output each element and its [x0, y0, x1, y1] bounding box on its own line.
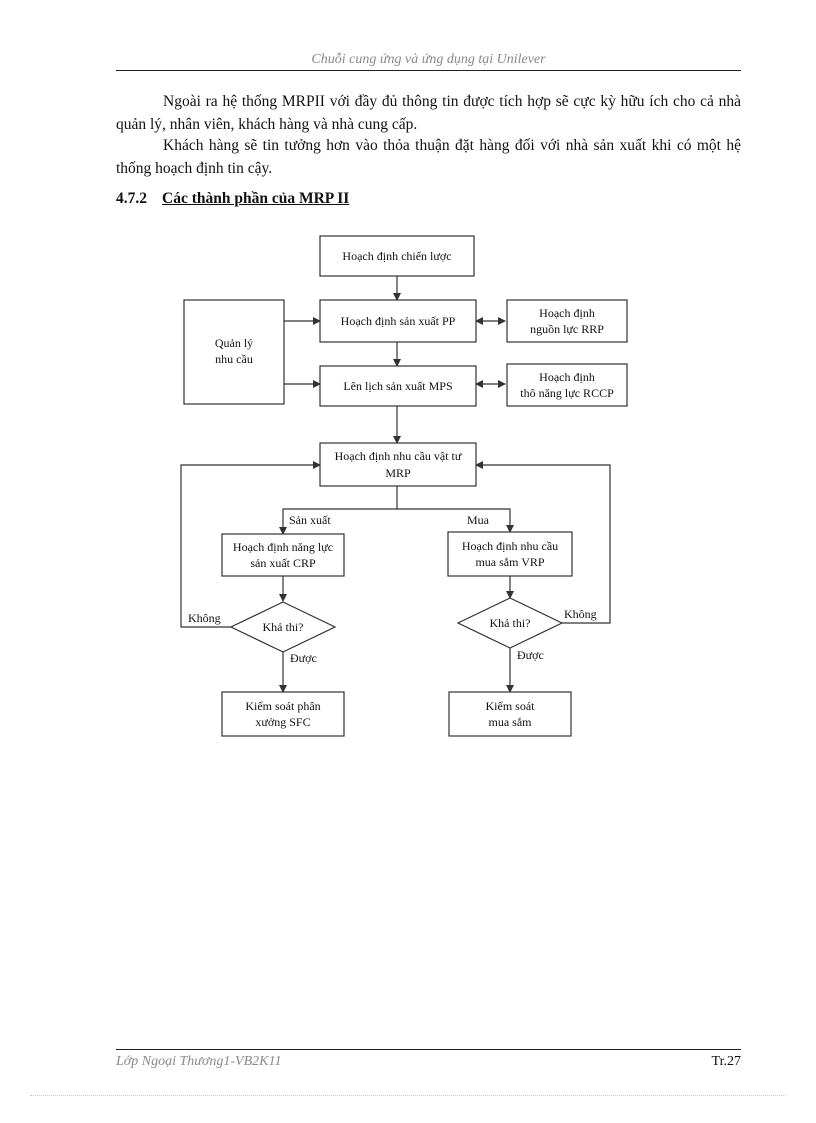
box-strategic-label: Hoạch định chiến lược — [342, 249, 451, 263]
section-title: Các thành phần của MRP II — [162, 190, 350, 207]
box-rccp: Hoạch định thô năng lực RCCP — [506, 363, 628, 407]
box-rrp-label-1: Hoạch định — [539, 306, 595, 320]
arrow-mrp-to-vrp — [397, 508, 514, 533]
header-rule — [116, 70, 741, 71]
running-header: Chuỗi cung ứng và ứng dụng tại Unilever — [311, 52, 546, 67]
section-heading: 4.7.2 Các thành phần của MRP II — [116, 190, 349, 208]
box-mrp-label-2: MRP — [385, 466, 411, 480]
box-mps: Lên lịch sản xuất MPS — [319, 365, 477, 407]
box-crp-label-2: sản xuất CRP — [250, 556, 316, 570]
page-number: Tr.27 — [711, 1054, 741, 1069]
edge-label-no-left: Không — [188, 611, 221, 625]
decision-feasible-left: Khả thi? — [229, 601, 337, 653]
box-purchase-control-label-2: mua sắm — [489, 715, 533, 729]
edge-label-no-right: Không — [564, 607, 597, 621]
box-mps-label: Lên lịch sản xuất MPS — [343, 379, 452, 393]
box-sfc-label-2: xưởng SFC — [255, 715, 310, 729]
box-purchase-control: Kiểm soát mua sắm — [448, 691, 572, 737]
paragraph-1: Ngoài ra hệ thống MRPII với đầy đủ thông… — [116, 93, 741, 133]
box-pp-label: Hoạch định sản xuất PP — [341, 314, 456, 328]
edge-label-yes-right: Được — [517, 648, 544, 662]
box-vrp: Hoạch định nhu cầu mua sắm VRP — [447, 531, 573, 577]
paragraph-2: Khách hàng sẽ tin tưởng hơn vào thỏa thu… — [116, 137, 741, 177]
box-sfc-label-1: Kiểm soát phân — [245, 699, 320, 713]
box-demand: Quản lý nhu cầu — [183, 299, 285, 405]
box-crp-label-1: Hoạch định năng lực — [233, 540, 333, 554]
decision-feasible-left-label: Khả thi? — [263, 620, 304, 634]
box-vrp-label-1: Hoạch định nhu cầu — [462, 539, 558, 553]
box-vrp-label-2: mua sắm VRP — [475, 555, 544, 569]
decision-feasible-right-label: Khả thi? — [490, 616, 531, 630]
box-rccp-label-1: Hoạch định — [539, 370, 595, 384]
box-rccp-label-2: thô năng lực RCCP — [520, 386, 614, 400]
decision-feasible-right: Khả thi? — [456, 597, 564, 649]
footer-rule — [116, 1049, 741, 1050]
footer-class-name: Lớp Ngoại Thương1-VB2K11 — [116, 1054, 282, 1069]
section-number: 4.7.2 — [116, 190, 147, 207]
connectors — [180, 276, 611, 693]
box-mrp: Hoạch định nhu cầu vật tư MRP — [319, 442, 477, 487]
box-mrp-label-1: Hoạch định nhu cầu vật tư — [335, 449, 462, 463]
box-rrp-label-2: nguồn lực RRP — [530, 322, 604, 336]
edge-label-purchase: Mua — [467, 513, 490, 527]
arrow-mrp-to-crp — [279, 486, 398, 535]
arrow-no-left-loop — [180, 461, 321, 628]
box-sfc: Kiểm soát phân xưởng SFC — [221, 691, 345, 737]
arrow-no-right-loop — [475, 461, 611, 624]
box-crp: Hoạch định năng lực sản xuất CRP — [221, 533, 345, 577]
box-strategic: Hoạch định chiến lược — [319, 235, 475, 277]
box-demand-label-2: nhu cầu — [215, 352, 253, 366]
edge-label-yes-left: Được — [290, 651, 317, 665]
box-rrp: Hoạch định nguồn lực RRP — [506, 299, 628, 343]
edge-label-production: Sản xuất — [289, 513, 331, 527]
page-bottom-border — [30, 1095, 786, 1096]
box-pp: Hoạch định sản xuất PP — [319, 299, 477, 343]
box-purchase-control-label-1: Kiểm soát — [486, 699, 536, 713]
box-demand-label-1: Quản lý — [215, 336, 253, 350]
